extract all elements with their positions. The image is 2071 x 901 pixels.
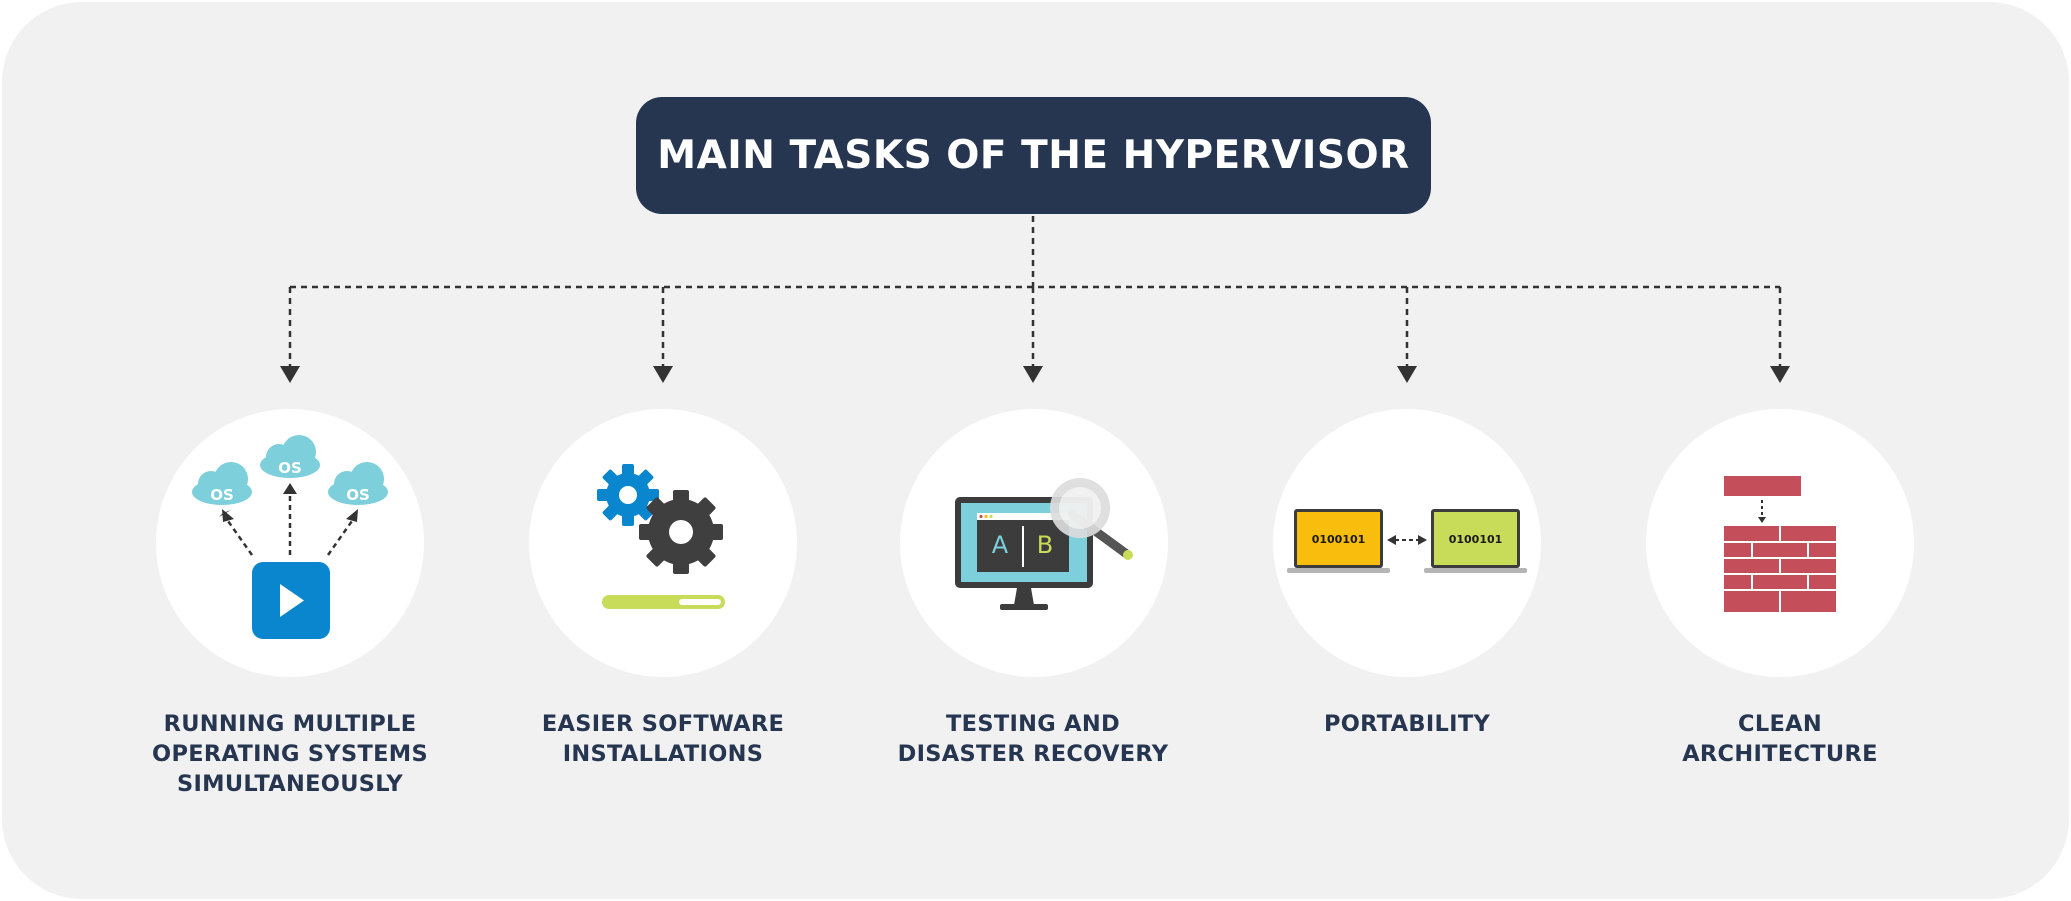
arrow-down-icon (1397, 366, 1417, 383)
binary-label-right: 0100101 (1449, 533, 1503, 546)
laptop-right-icon: 0100101 (1424, 509, 1527, 573)
laptop-left-icon: 0100101 (1287, 509, 1390, 573)
task-label-testing: TESTING AND DISASTER RECOVERY (897, 711, 1169, 767)
progress-bar (602, 595, 725, 609)
arrow-down-icon (1023, 366, 1043, 383)
gears-with-progress-bar-icon (597, 464, 725, 609)
brick-wall-icon (1724, 476, 1836, 612)
transfer-arrow-icon (1387, 535, 1427, 545)
magnifier-icon (1050, 478, 1133, 560)
arrow-down-icon (280, 366, 300, 383)
play-with-os-clouds-icon: OS OS OS (192, 435, 388, 639)
task-label-portability: PORTABILITY (1323, 711, 1491, 737)
small-gear-icon (597, 464, 659, 526)
arrow-down-icon (653, 366, 673, 383)
monitor-icon: A B (955, 497, 1093, 610)
cloud-os-label: OS (346, 486, 370, 504)
binary-label-left: 0100101 (1312, 533, 1366, 546)
variant-a-label: A (992, 531, 1009, 559)
arrow-down-icon (1770, 366, 1790, 383)
two-laptops-transfer-icon: 0100101 0100101 (1287, 509, 1527, 573)
title-box: MAIN TASKS OF THE HYPERVISOR (636, 97, 1431, 214)
cloud-os-label: OS (278, 459, 302, 477)
task-label-multiple-os: RUNNING MULTIPLE OPERATING SYSTEMS SIMUL… (152, 711, 428, 797)
cloud-icon (328, 462, 388, 505)
task-label-software-installations: EASIER SOFTWARE INSTALLATIONS (541, 711, 785, 767)
task-label-clean-architecture: CLEAN ARCHITECTURE (1682, 711, 1878, 767)
monitor-ab-test-magnifier-icon: A B (955, 478, 1133, 610)
variant-b-label: B (1037, 531, 1053, 559)
cloud-os-label: OS (210, 486, 234, 504)
cloud-icon (192, 462, 252, 505)
page-title: MAIN TASKS OF THE HYPERVISOR (657, 133, 1410, 178)
large-gear-icon (639, 490, 723, 574)
cloud-icon (260, 435, 320, 478)
